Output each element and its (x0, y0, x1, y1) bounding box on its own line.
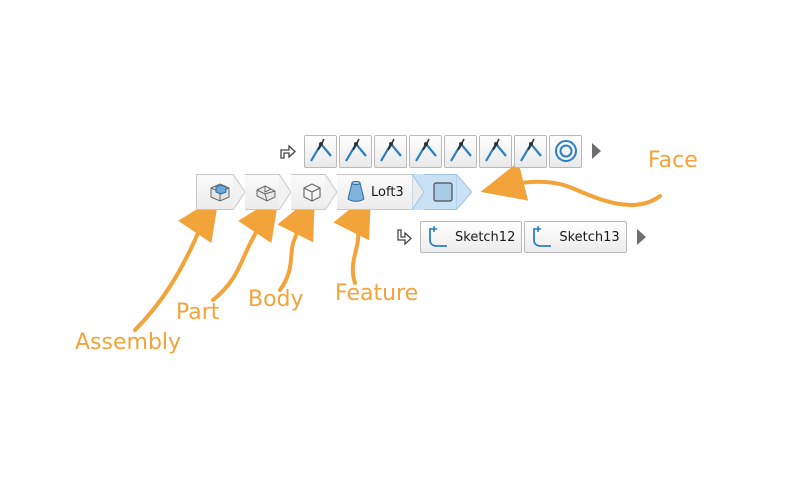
assembly-icon (210, 183, 230, 202)
toolbar-more-arrow[interactable] (592, 143, 601, 159)
children-row: Sketch12 Sketch13 (394, 219, 646, 255)
sketch-button[interactable] (444, 134, 477, 168)
children-more-arrow[interactable] (636, 229, 646, 245)
part-arrow (211, 195, 280, 302)
sketch-icon (344, 138, 367, 162)
breadcrumb-separator (279, 174, 291, 210)
feature-arrow (333, 192, 371, 285)
child-arrow-icon (394, 227, 414, 247)
sketch-button[interactable] (514, 134, 547, 168)
concentric-circle-icon (554, 140, 577, 162)
face-arrow (480, 161, 662, 207)
breadcrumb-separator (325, 174, 337, 210)
body-icon (303, 183, 321, 202)
parent-arrow-icon (278, 141, 298, 161)
annotation-body: Body (248, 287, 304, 312)
annotation-part: Part (176, 300, 220, 325)
breadcrumb-separator (233, 174, 245, 210)
sketch-icon (309, 138, 332, 162)
child-sketch12-label: Sketch12 (455, 229, 516, 245)
sketch-icon (519, 138, 542, 162)
breadcrumb-separator (411, 174, 424, 210)
sketch-button[interactable] (304, 134, 337, 168)
sketch-button[interactable] (339, 134, 372, 168)
child-sketch13-button[interactable]: Sketch13 (524, 221, 627, 253)
sketch-profile-icon (533, 226, 552, 247)
face-icon (433, 182, 453, 202)
sketch-profile-icon (429, 226, 447, 247)
sketch-icon (449, 138, 472, 162)
sketch-toolbar (278, 133, 601, 169)
breadcrumb-part[interactable] (245, 174, 279, 210)
sketch-button[interactable] (479, 134, 512, 168)
breadcrumb-end (455, 174, 472, 210)
breadcrumb-face[interactable] (423, 174, 456, 210)
loft-feature-icon (347, 181, 365, 202)
breadcrumb-assembly[interactable] (196, 174, 233, 210)
sketch-icon (379, 138, 402, 162)
concentric-circle-button[interactable] (549, 134, 582, 168)
sketch-icon (484, 138, 507, 162)
sketch-button-group (304, 134, 549, 168)
child-sketch12-button[interactable]: Sketch12 (420, 221, 523, 253)
breadcrumb-feature-label: Loft3 (371, 184, 404, 200)
part-icon (256, 185, 276, 202)
selection-breadcrumb: Loft3 (196, 174, 472, 210)
assembly-arrow (133, 195, 220, 332)
annotation-feature: Feature (335, 281, 419, 306)
sketch-button[interactable] (409, 134, 442, 168)
body-arrow (277, 194, 315, 292)
sketch-button[interactable] (374, 134, 407, 168)
annotation-assembly: Assembly (75, 330, 182, 355)
breadcrumb-feature[interactable]: Loft3 (337, 174, 412, 210)
child-sketch13-label: Sketch13 (559, 229, 620, 245)
breadcrumb-body[interactable] (291, 174, 325, 210)
sketch-icon (414, 138, 437, 162)
annotation-face: Face (648, 148, 698, 173)
